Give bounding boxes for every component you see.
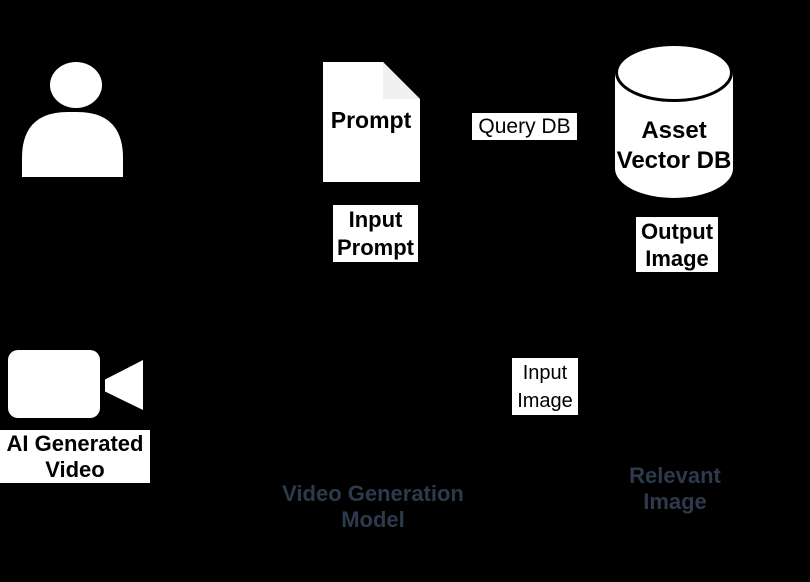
output-image-line2: Image <box>645 245 709 271</box>
asset-db-title-line1: Asset <box>641 117 706 144</box>
input-prompt-line2: Prompt <box>337 234 414 260</box>
output-image-line1: Output <box>640 218 714 244</box>
prompt-doc-title: Prompt <box>331 107 412 133</box>
relevant-image-caption: Relevant Image <box>615 463 735 515</box>
input-image-line2: Image <box>517 389 573 412</box>
input-image-line1: Input <box>522 361 568 384</box>
ai-video-line2: Video <box>45 456 105 482</box>
query-db-label: Query DB <box>472 113 577 140</box>
relevant-image-line1: Relevant <box>629 463 721 488</box>
relevant-image-line2: Image <box>643 489 707 514</box>
query-db-text: Query DB <box>478 115 571 138</box>
database-cylinder-icon: Asset Vector DB <box>615 43 733 198</box>
video-camera-icon <box>8 350 143 418</box>
video-generation-model-caption: Video Generation Model <box>263 481 483 533</box>
asset-db-title-line2: Vector DB <box>617 147 732 174</box>
input-prompt-line1: Input <box>348 206 403 232</box>
video-model-line1: Video Generation <box>282 481 464 506</box>
output-image-label: Output Image <box>636 217 718 272</box>
ai-video-line1: AI Generated <box>6 430 144 456</box>
ai-generated-video-label: AI Generated Video <box>0 430 150 483</box>
document-icon: Prompt <box>323 62 420 182</box>
input-image-label: Input Image <box>512 358 578 415</box>
video-model-line2: Model <box>341 507 405 532</box>
person-icon <box>22 62 123 177</box>
input-prompt-label: Input Prompt <box>333 205 418 262</box>
